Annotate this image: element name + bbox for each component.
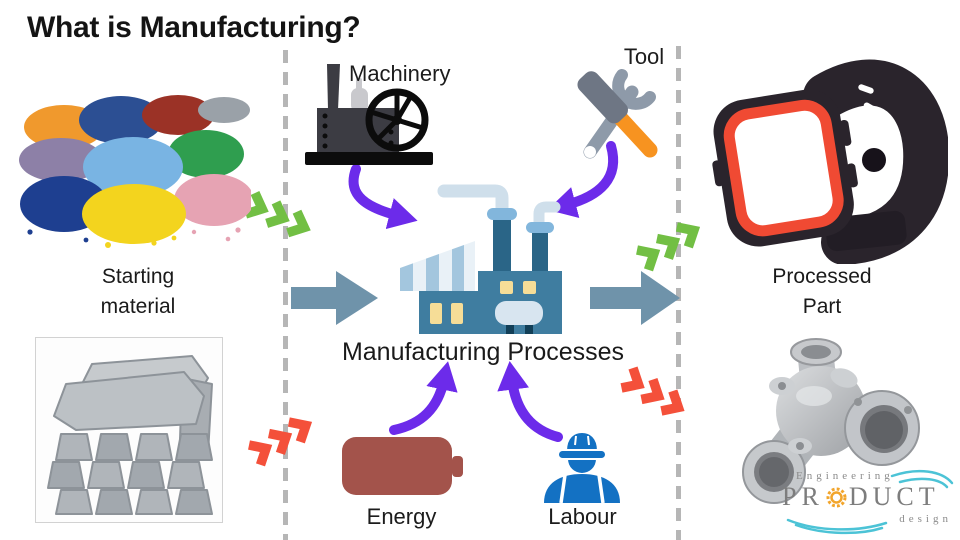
energy-label: Energy	[366, 504, 437, 529]
tool-hammer-wrench-icon	[577, 69, 658, 159]
flow-arrow-output-icon	[590, 271, 680, 325]
gear-icon	[826, 487, 847, 507]
manufacturing-processes-label: Manufacturing Processes	[341, 338, 625, 366]
logo-engineering-text: Engineering	[796, 470, 894, 482]
logo-product-text: PR DUCT	[782, 482, 940, 512]
logo-swoosh-icon	[786, 469, 954, 535]
arrow-machinery-to-factory-icon	[348, 164, 418, 230]
energy-battery-icon	[342, 437, 463, 495]
page-title: What is Manufacturing?	[27, 11, 361, 44]
logo-product-post: DUCT	[848, 482, 940, 511]
red-chevrons-right-icon	[622, 368, 685, 417]
processed-part-label: Processed Part	[742, 262, 902, 322]
arrow-energy-to-factory-icon	[389, 361, 458, 435]
starting-material-line1: Starting	[101, 265, 175, 288]
starting-material-label: Starting material	[58, 262, 218, 322]
starting-material-line2: material	[100, 295, 176, 318]
labour-label: Labour	[548, 504, 617, 529]
flow-arrow-input-icon	[291, 271, 378, 325]
machinery-steam-engine-icon	[305, 64, 433, 165]
processed-part-line2: Part	[802, 295, 842, 318]
green-chevrons-right-icon	[637, 221, 700, 270]
aluminium-ingots-image	[35, 337, 223, 523]
labour-worker-icon	[544, 430, 620, 503]
logo-design-text: design	[899, 513, 952, 525]
processed-part-line1: Processed	[772, 265, 872, 288]
arrow-tool-to-factory-icon	[547, 141, 619, 219]
logo-product-pre: PR	[782, 482, 824, 511]
purple-arrows	[348, 141, 619, 442]
arrow-labour-to-factory-icon	[497, 360, 563, 442]
factory-icon	[400, 184, 562, 334]
cast-metal-part-image	[742, 338, 920, 504]
green-chevrons-left-icon	[246, 193, 309, 238]
red-chevrons-left-icon	[249, 416, 312, 465]
plastic-pellets-image	[19, 95, 251, 248]
smartwatch-image	[712, 59, 948, 264]
machinery-label: Machinery	[349, 61, 451, 86]
brand-logo: Engineering PR DUCT design	[780, 466, 956, 538]
tool-label: Tool	[623, 44, 665, 69]
